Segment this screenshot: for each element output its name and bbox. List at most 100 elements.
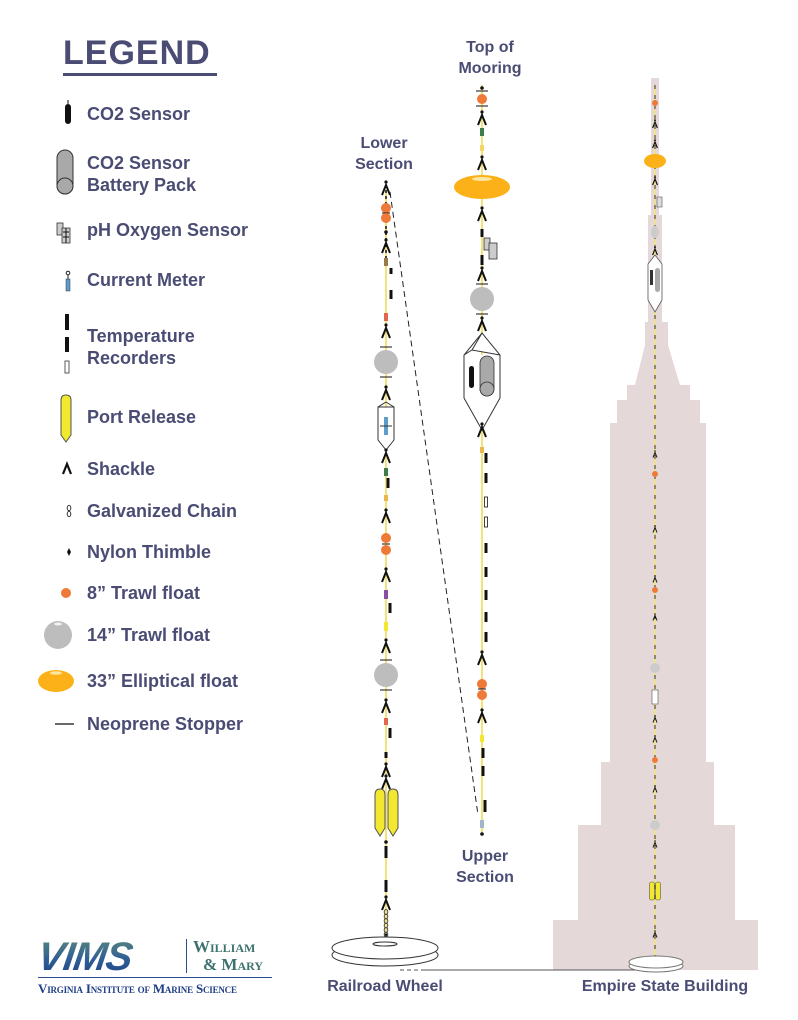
co2-sensor-icon bbox=[65, 100, 71, 124]
chain-mark bbox=[384, 840, 388, 844]
legend-underline bbox=[63, 73, 217, 76]
thimble-mark bbox=[480, 316, 484, 320]
thimble-mark bbox=[384, 448, 388, 452]
temperature-recorder-mark bbox=[388, 603, 392, 613]
chain-mark bbox=[384, 230, 388, 234]
thimble-mark bbox=[654, 176, 656, 179]
sensor-segment-mark bbox=[480, 735, 484, 742]
shackle-mark bbox=[381, 776, 391, 790]
thimble-mark bbox=[480, 708, 484, 712]
temperature-recorder-mark bbox=[484, 567, 488, 577]
caption-upper-section-line2: Section bbox=[456, 869, 514, 886]
trawl-float-8-icon bbox=[61, 588, 71, 598]
trawl-float-14-mark bbox=[374, 350, 398, 374]
caption-lower-section-line2: Section bbox=[355, 156, 413, 173]
temperature-recorder-mark bbox=[484, 632, 488, 642]
port-release-mark bbox=[387, 788, 399, 837]
sensor-segment-mark bbox=[384, 258, 388, 266]
thimble-mark bbox=[384, 762, 388, 766]
shackle-mark bbox=[381, 764, 391, 778]
temperature-recorder-mark bbox=[480, 255, 484, 265]
thimble-mark bbox=[480, 422, 484, 426]
legend-label-elliptical-float: 33” Elliptical float bbox=[87, 671, 239, 691]
legend-label-trawl-float-14: 14” Trawl float bbox=[87, 625, 211, 645]
logo-vims-text: VIMS bbox=[34, 935, 135, 979]
caption-top-of-mooring-line2: Mooring bbox=[458, 60, 522, 77]
lower-section-mooring bbox=[374, 180, 399, 946]
legend-title: LEGEND bbox=[63, 34, 211, 72]
trawl-float-8-mark bbox=[381, 545, 391, 555]
shackle-mark bbox=[477, 112, 487, 126]
trawl-float-8-mark bbox=[477, 679, 487, 689]
shackle-mark bbox=[477, 652, 487, 666]
caption-empire-state-building: Empire State Building bbox=[581, 978, 749, 995]
shackle-mark bbox=[652, 451, 658, 458]
sensor-segment-mark bbox=[384, 313, 388, 321]
building-mooring bbox=[644, 85, 666, 960]
thimble-mark bbox=[384, 774, 388, 778]
thimble-mark bbox=[384, 567, 388, 571]
legend-label-shackle: Shackle bbox=[87, 459, 156, 479]
legend-label-neoprene-stopper: Neoprene Stopper bbox=[87, 714, 244, 734]
temperature-recorder-mark bbox=[481, 766, 485, 776]
mini-elliptical-float-mark bbox=[644, 154, 666, 168]
thimble-mark bbox=[384, 323, 388, 327]
thimble-mark bbox=[654, 119, 656, 122]
caption-upper-section-line1: Upper bbox=[461, 848, 509, 865]
shackle-mark bbox=[381, 182, 391, 196]
section-connector-dashed bbox=[389, 191, 479, 816]
port-release-mark bbox=[374, 788, 386, 837]
shackle-mark bbox=[477, 710, 487, 724]
thimble-mark bbox=[384, 385, 388, 389]
mini-port-release-mark bbox=[649, 881, 655, 901]
battery-pack-end-mark bbox=[479, 381, 495, 397]
temperature-recorder-mark bbox=[484, 516, 488, 528]
shackle-mark bbox=[652, 786, 658, 793]
temperature-recorder-mark bbox=[484, 612, 488, 622]
temperature-recorder-mark bbox=[389, 290, 393, 299]
temperature-recorder-mark bbox=[389, 268, 393, 274]
mini-port-release-mark bbox=[655, 881, 661, 901]
temperature-recorder-mark bbox=[483, 800, 487, 812]
building-wheel bbox=[628, 955, 684, 973]
mini-ph-mark bbox=[656, 196, 663, 208]
thimble-mark bbox=[384, 508, 388, 512]
legend-label-temperature-1: Temperature bbox=[87, 326, 195, 346]
trawl-float-8-mark bbox=[381, 203, 391, 213]
trawl-float-8-mark bbox=[652, 471, 658, 477]
temperature-recorder-mark bbox=[388, 728, 392, 738]
shackle-mark bbox=[477, 208, 487, 222]
thimble-mark bbox=[384, 238, 388, 242]
thimble-mark bbox=[384, 638, 388, 642]
shackle-mark bbox=[652, 931, 658, 938]
nylon-thimble-icon bbox=[67, 548, 71, 556]
caption-top-of-mooring: Top of Mooring bbox=[440, 37, 540, 79]
shackle-mark bbox=[381, 569, 391, 583]
temperature-recorder-mark bbox=[384, 846, 388, 858]
thimble-mark bbox=[480, 110, 484, 114]
mini-gray-float-mark bbox=[650, 820, 660, 830]
temperature-recorder-mark bbox=[480, 229, 484, 237]
shackle-mark bbox=[652, 614, 658, 621]
shackle-mark bbox=[652, 140, 658, 149]
current-meter-icon bbox=[65, 270, 71, 292]
shackle-mark bbox=[381, 700, 391, 714]
thimble-mark bbox=[480, 155, 484, 159]
float-highlight-mark bbox=[472, 177, 492, 181]
legend-label-trawl-float-8: 8” Trawl float bbox=[87, 583, 201, 603]
thimble-mark bbox=[384, 933, 388, 936]
chain-mark bbox=[480, 832, 484, 836]
shackle-mark bbox=[477, 424, 487, 438]
mini-co2-sensor-mark bbox=[650, 270, 653, 285]
thimble-mark bbox=[654, 840, 656, 842]
elliptical-float-33-icon bbox=[38, 670, 74, 692]
trawl-float-14-mark bbox=[374, 663, 398, 687]
temperature-recorder-mark bbox=[484, 496, 488, 508]
thimble-mark bbox=[654, 139, 656, 142]
sensor-segment-mark bbox=[384, 590, 388, 599]
trawl-float-14-mark bbox=[470, 287, 494, 311]
co2-sensor-mark bbox=[469, 366, 474, 388]
trawl-float-8-mark bbox=[652, 757, 658, 763]
temperature-recorder-mark bbox=[384, 880, 388, 892]
temperature-recorder-mark bbox=[481, 748, 485, 758]
